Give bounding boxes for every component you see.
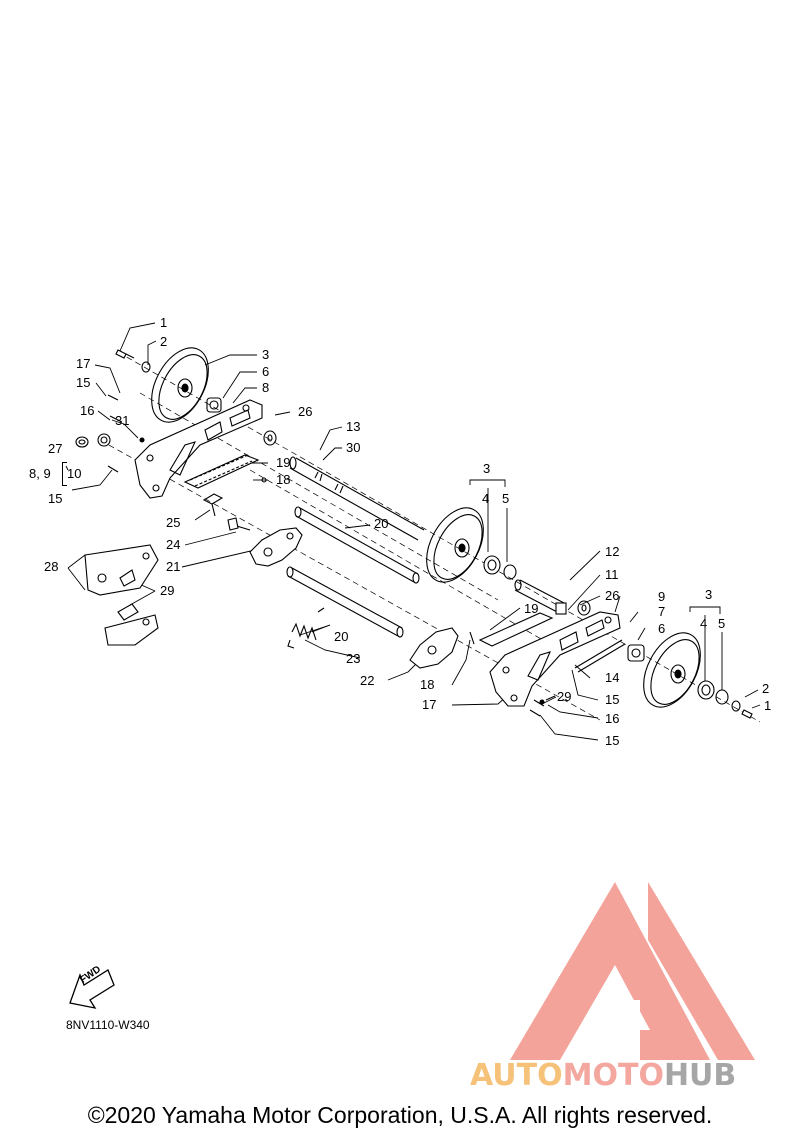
callout-16-b: 16 (605, 711, 620, 726)
collar-6-right (627, 644, 645, 662)
leader-lines (65, 322, 761, 741)
shaft-20-lower (286, 566, 404, 638)
lower-right-bolts (529, 695, 556, 717)
callout-22: 22 (360, 673, 375, 688)
callout-2-c: 2 (762, 681, 770, 696)
callout-26: 26 (298, 404, 313, 419)
callout-16: 16 (80, 403, 95, 418)
callout-15: 15 (76, 375, 91, 390)
callout-14: 14 (605, 670, 620, 685)
callout-18-b: 18 (420, 677, 435, 692)
callout-17: 17 (76, 356, 91, 371)
callout-12: 12 (605, 544, 620, 559)
callout-3-b: 3 (483, 461, 491, 476)
callout-26-b: 26 (605, 588, 620, 603)
callout-17-b: 17 (422, 697, 437, 712)
callout-6-b: 6 (658, 621, 666, 636)
watermark-brand: AUTOMOTOHUB (470, 1058, 736, 1093)
bolt-24 (227, 517, 251, 531)
slide-block-19-left (183, 454, 260, 489)
bolt-1-top (115, 349, 135, 359)
center-wheel (426, 507, 484, 583)
right-side-plate (489, 611, 621, 707)
callout-20: 20 (374, 516, 389, 531)
callout-30: 30 (346, 440, 361, 455)
callout-3: 3 (262, 347, 270, 362)
spring-23 (287, 607, 325, 649)
callout-15-b: 15 (48, 491, 63, 506)
bolt-1-right (731, 700, 753, 719)
callout-25: 25 (166, 515, 181, 530)
callout-1-c: 1 (764, 698, 772, 713)
brand-part-hub: HUB (663, 1058, 737, 1093)
callout-6: 6 (262, 364, 270, 379)
callout-2: 2 (160, 334, 168, 349)
callout-7: 7 (658, 604, 666, 619)
callout-9: 9 (658, 589, 666, 604)
center-bearing (483, 555, 517, 580)
optional-part-29 (104, 603, 159, 646)
brand-part-moto: MOTO (562, 1058, 664, 1093)
callout-24: 24 (166, 537, 181, 552)
bracket-8-9-10 (62, 462, 67, 486)
callout-15-c: 15 (605, 692, 620, 707)
washer-2-top (141, 361, 151, 373)
diagram-code: 8NV1110-W340 (66, 1018, 150, 1032)
callout-5-b: 5 (502, 491, 510, 506)
left-upper-wheel (151, 347, 209, 423)
callout-18: 18 (276, 472, 291, 487)
right-wheel (643, 632, 701, 708)
nut-11 (555, 602, 567, 615)
slide-block-19-right (478, 612, 554, 647)
washer-26-right (577, 600, 591, 616)
callout-31: 31 (115, 413, 130, 428)
washer-26-top (263, 430, 277, 446)
callout-23: 23 (346, 651, 361, 666)
callout-8: 8 (262, 380, 270, 395)
right-bearing (697, 680, 729, 705)
plate-25 (202, 493, 224, 517)
callout-11: 11 (605, 567, 619, 582)
callout-28: 28 (44, 559, 59, 574)
shaft-12 (514, 579, 567, 615)
pivot-bracket-22 (409, 627, 459, 669)
shaft-20-upper (294, 506, 420, 584)
pin-18-right (469, 631, 475, 645)
callout-8-9: 8, 9 (29, 466, 51, 481)
brand-part-auto: AUTO (470, 1058, 563, 1093)
callout-10: 10 (67, 466, 82, 481)
callout-13: 13 (346, 419, 361, 434)
callout-15-d: 15 (605, 733, 620, 748)
left-side-plate (134, 399, 263, 499)
callout-3-c: 3 (705, 587, 713, 602)
callout-29-b: 29 (557, 689, 572, 704)
callout-21: 21 (166, 559, 181, 574)
pivot-bracket-21 (249, 527, 303, 567)
fwd-arrow-icon (69, 969, 115, 1009)
callout-29: 29 (160, 583, 175, 598)
optional-part-28 (84, 544, 159, 596)
callout-27: 27 (48, 441, 63, 456)
callout-4-b: 4 (482, 491, 490, 506)
callout-5-c: 5 (718, 616, 726, 631)
callout-1: 1 (160, 315, 168, 330)
callout-19-b: 19 (524, 601, 539, 616)
callout-19: 19 (276, 455, 291, 470)
shaft-30 (289, 456, 425, 541)
callout-4-c: 4 (700, 616, 708, 631)
left-small-parts (75, 394, 267, 483)
collar-6-top (206, 397, 222, 413)
bolt-14 (574, 639, 626, 673)
axis-lines (99, 351, 761, 723)
watermark-logo (510, 882, 755, 1060)
callout-20-b: 20 (334, 629, 349, 644)
copyright-notice: ©2020 Yamaha Motor Corporation, U.S.A. A… (87, 1102, 713, 1128)
